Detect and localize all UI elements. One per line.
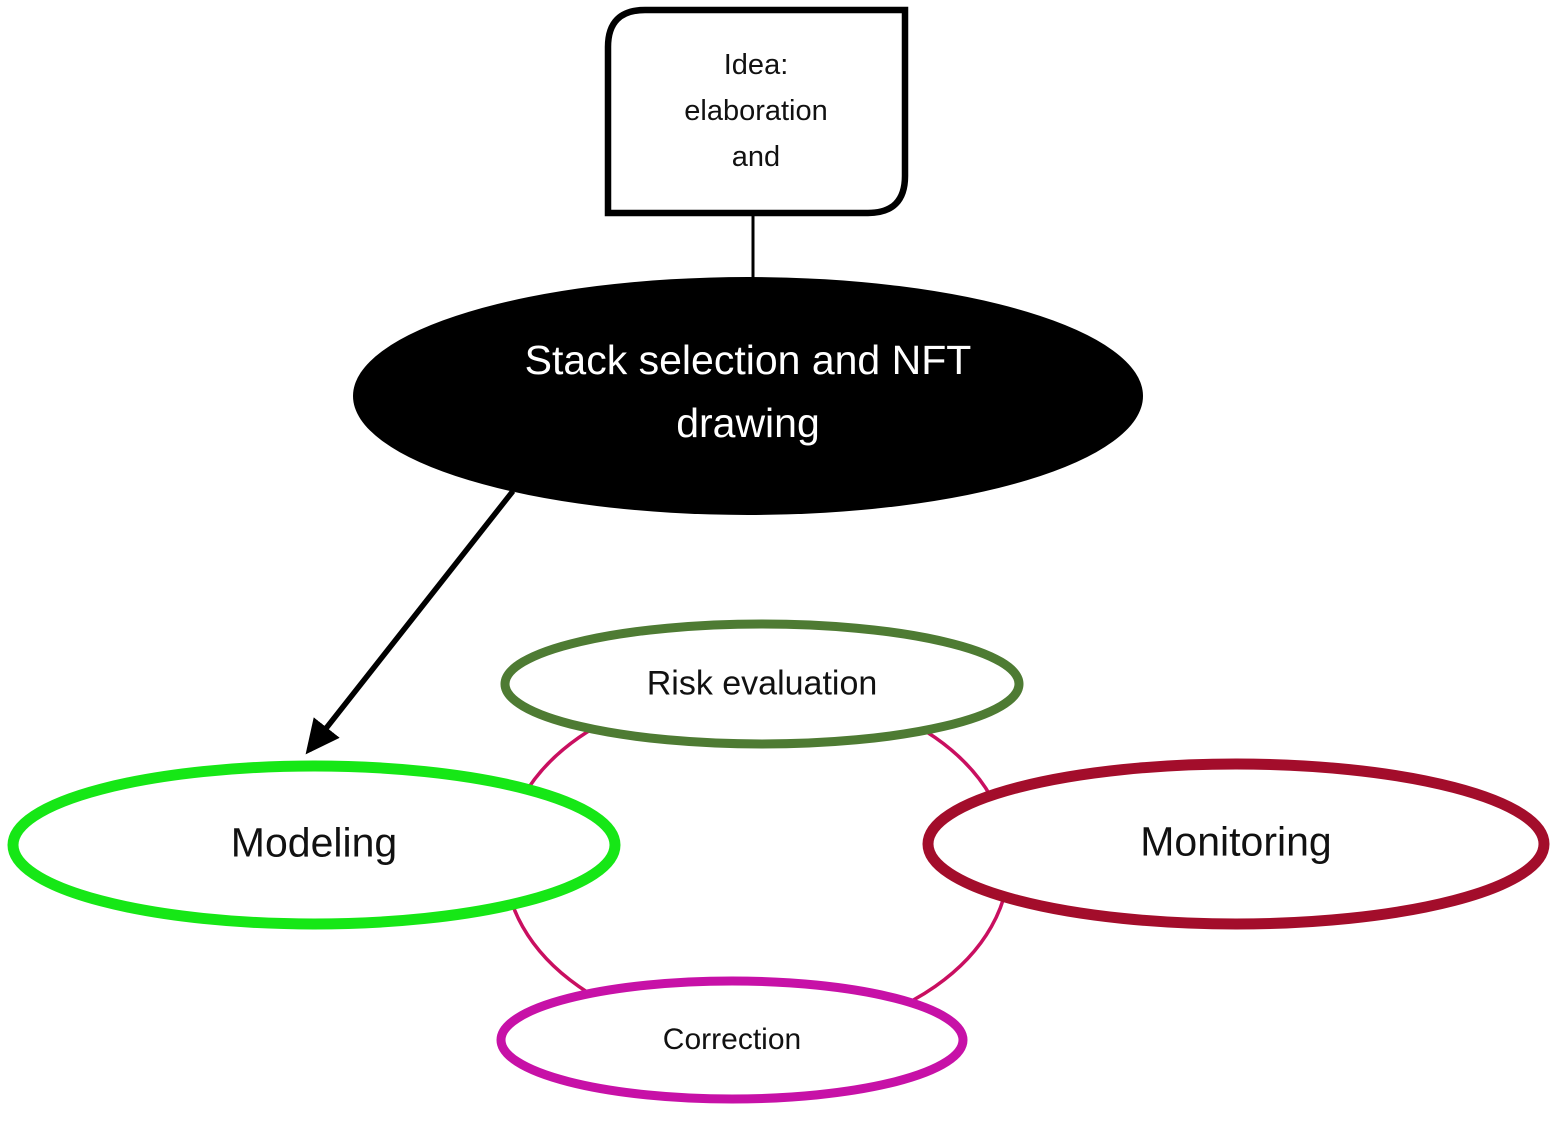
idea-box-shape [604,6,909,217]
stack-to-modeling-arrow [305,489,516,755]
node-stack-selection-ellipse [353,277,1143,515]
node-risk-evaluation-ellipse [500,619,1024,749]
node-monitoring-ellipse [922,758,1550,930]
node-modeling-ellipse [7,760,621,930]
node-correction-ellipse [496,976,968,1104]
